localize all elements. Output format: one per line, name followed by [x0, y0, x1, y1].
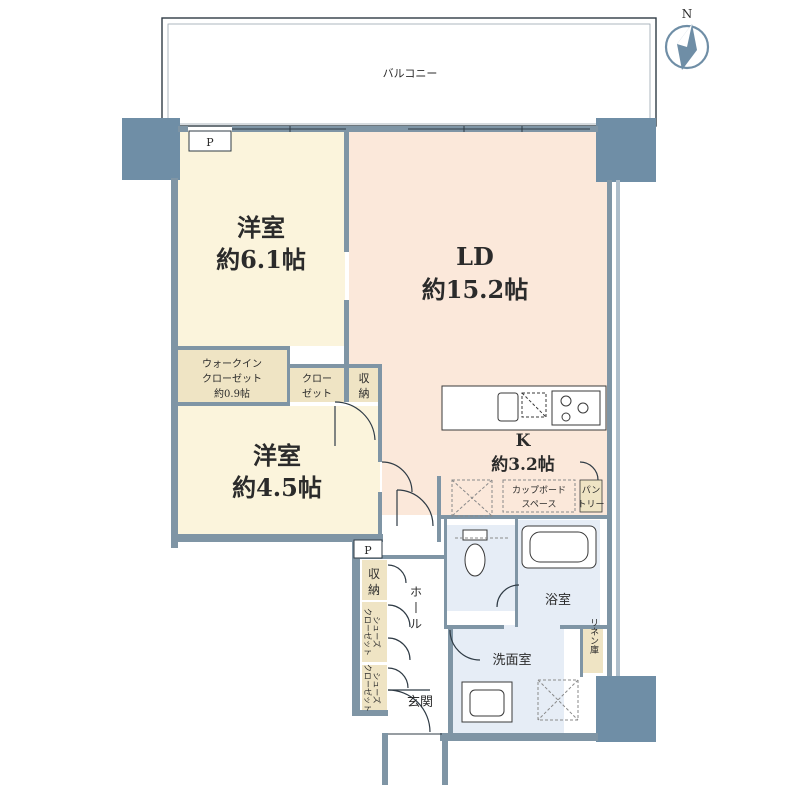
windows	[232, 126, 590, 132]
pantry-label-1: パン	[582, 485, 600, 496]
shoes-closet-1-floor	[362, 602, 387, 662]
closet-name-2: ゼット	[302, 388, 332, 400]
doors	[334, 401, 520, 733]
compass-north-label: N	[682, 7, 693, 21]
pipe-space-mid-label: P	[364, 544, 372, 557]
bathroom-label: 浴室	[545, 592, 571, 608]
entrance-label: 玄関	[407, 695, 433, 710]
storage-hall-name-2: 納	[368, 583, 380, 597]
walk-in-closet-name-2: クローゼット	[202, 373, 262, 385]
fridge-space	[451, 479, 493, 517]
storage-hall-name-1: 収	[368, 567, 380, 581]
cupboard-space-label-2: スペース	[522, 500, 557, 510]
pantry: パン トリー	[577, 461, 605, 513]
kitchen-counter	[441, 385, 607, 431]
toilet-icon	[455, 529, 510, 577]
closet-name-1: クロー	[302, 373, 332, 385]
walk-in-closet-name-1: ウォークイン	[202, 358, 262, 370]
balcony: バルコニー	[161, 17, 657, 127]
shoes-closet-2: シューズ クローゼット	[363, 664, 382, 712]
walk-in-closet-size: 約0.9帖	[214, 387, 250, 400]
shoes-closet-1-name-2: クローゼット	[363, 608, 373, 656]
pipe-space-top: P	[188, 130, 232, 152]
western-room-2-size: 約4.5帖	[232, 473, 322, 502]
western-room-2-floor	[177, 406, 380, 534]
western-room-1-size: 約6.1帖	[216, 245, 306, 274]
shoes-closet-2-name-2: クローゼット	[363, 664, 373, 712]
sink-icon	[497, 392, 519, 422]
hall-name-2: 丨	[410, 601, 422, 615]
shoes-closet-1: シューズ クローゼット	[363, 608, 382, 656]
hall-name-1: ホ	[410, 585, 422, 599]
shoes-closet-2-floor	[362, 665, 387, 710]
pipe-space-mid: P	[353, 539, 383, 559]
hall-name-3: ル	[410, 617, 422, 631]
kitchen-name: K	[516, 431, 532, 451]
cupboard-space: カップボード スペース	[502, 479, 576, 513]
balcony-label: バルコニー	[383, 67, 438, 80]
western-room-2-name: 洋室	[253, 441, 301, 470]
kitchen-size: 約3.2帖	[491, 454, 555, 475]
linen-closet-label: リネン庫	[588, 618, 599, 655]
storage-top-name-2: 納	[359, 387, 370, 400]
stove-icon	[551, 390, 601, 426]
storage-top-name-1: 収	[359, 372, 370, 385]
ld-size: 約15.2帖	[422, 275, 528, 304]
shoes-closet-1-name-1: シューズ	[372, 616, 382, 648]
washer-space	[537, 679, 579, 721]
washbasin-icon	[461, 681, 513, 723]
western-room-1-floor	[177, 131, 345, 346]
walk-in-closet-floor	[177, 350, 288, 402]
storage-hall-floor	[362, 560, 387, 600]
western-room-1-name: 洋室	[237, 213, 285, 242]
storage-top-floor	[349, 368, 379, 402]
compass-circle	[664, 24, 710, 70]
shoes-closet-2-name-1: シューズ	[372, 672, 382, 704]
cupboard-space-label-1: カップボード	[512, 485, 566, 496]
bathtub-icon	[521, 525, 597, 569]
linen-floor	[583, 629, 603, 673]
washroom-label: 洗面室	[492, 652, 531, 668]
ld-floor	[349, 131, 607, 385]
pipe-space-top-label: P	[206, 136, 214, 149]
pantry-label-2: トリー	[577, 500, 604, 510]
compass: N	[664, 7, 710, 70]
closet-floor	[290, 368, 345, 402]
ld-name: LD	[456, 242, 494, 271]
